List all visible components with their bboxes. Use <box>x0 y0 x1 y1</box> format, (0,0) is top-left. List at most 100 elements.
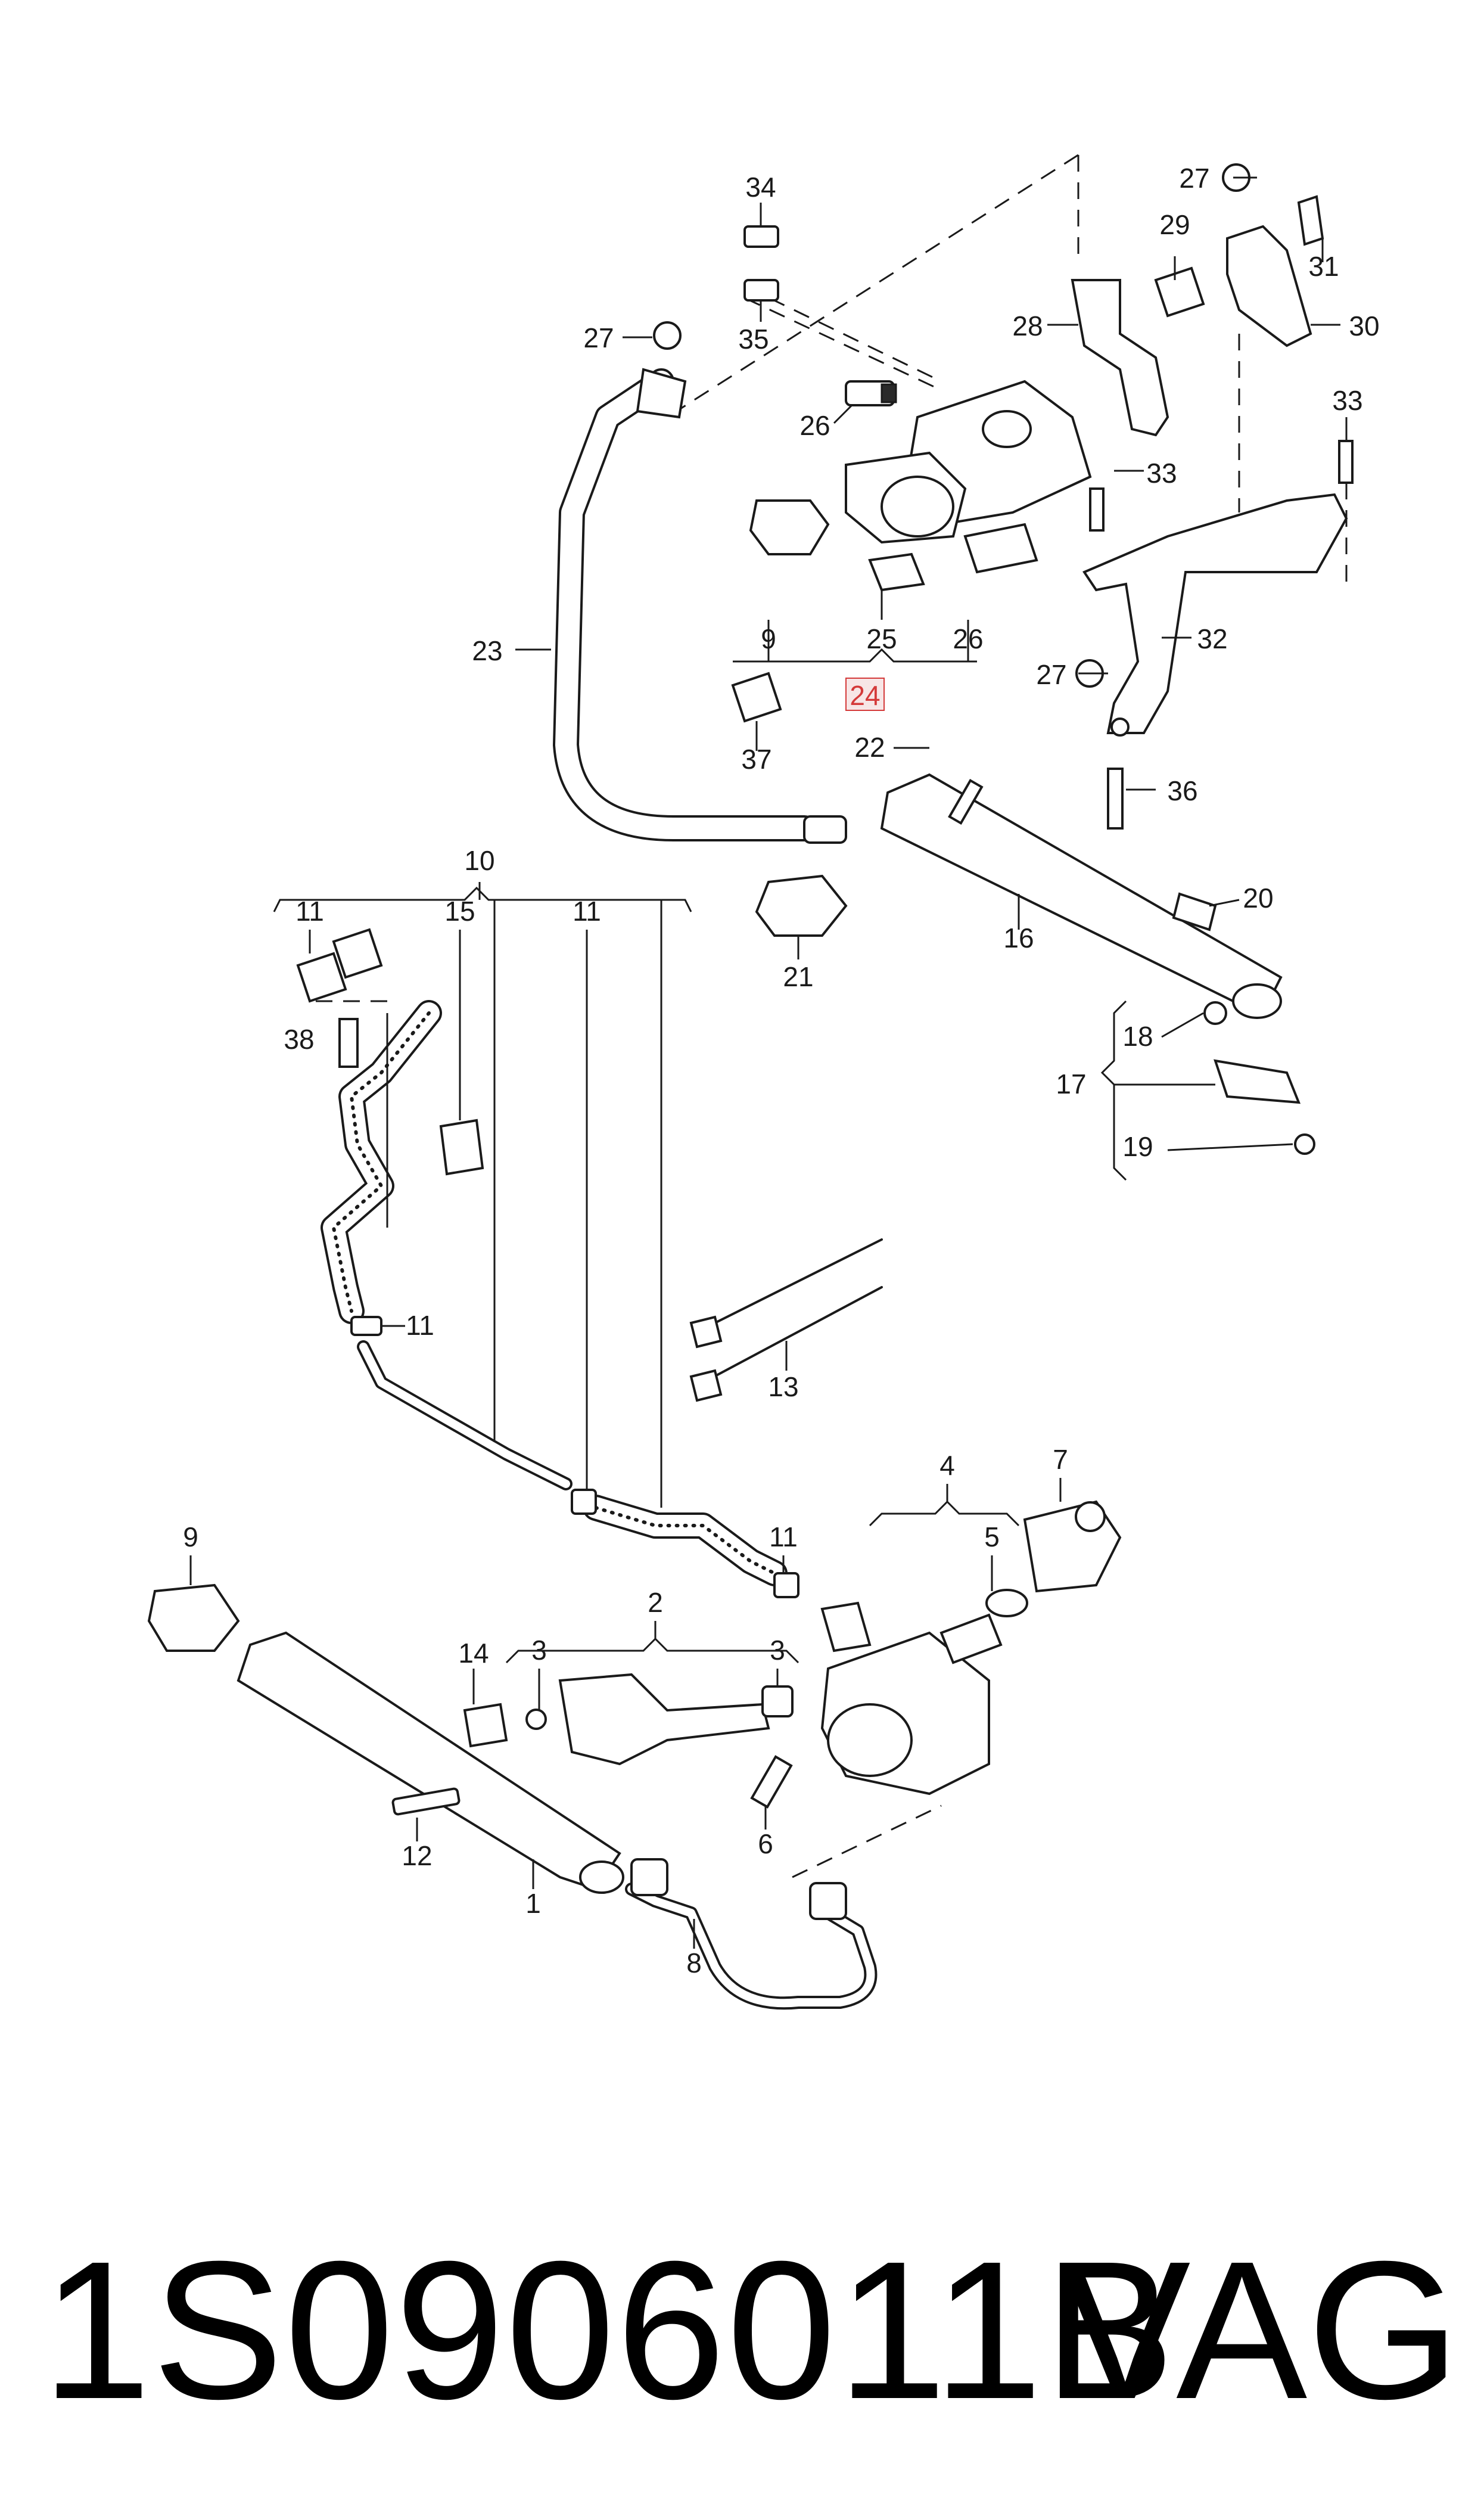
callout-11-top: 11 <box>295 896 324 927</box>
pipe-middle-inner <box>359 1343 570 1488</box>
seal-18 <box>1203 1001 1227 1025</box>
callout-5: 5 <box>984 1521 1000 1552</box>
line-13-clip-a <box>689 1315 723 1349</box>
regulator-port <box>982 410 1032 448</box>
fuel-rail-1-end <box>579 1860 624 1894</box>
nut-27-left <box>653 321 682 350</box>
callout-35: 35 <box>738 324 769 355</box>
group-bracket-17 <box>1100 1000 1127 1181</box>
callout-7: 7 <box>1053 1444 1068 1475</box>
pump-tappet-7-top <box>1075 1501 1106 1532</box>
callout-27-left: 27 <box>583 322 614 353</box>
callout-28: 28 <box>1012 310 1043 341</box>
clip-11-lower <box>571 1489 597 1515</box>
fuel-line-23-inner <box>555 371 815 839</box>
brand-name: VAG <box>1059 2220 1460 2440</box>
callout-27-right: 27 <box>1036 659 1066 690</box>
group-bracket-10 <box>273 886 692 912</box>
guide-line-upper <box>667 154 1079 418</box>
injector-17 <box>1214 1059 1301 1104</box>
bolt-33-left <box>1089 487 1105 532</box>
callout-9-lower: 9 <box>183 1521 198 1552</box>
callout-3-left: 3 <box>531 1635 547 1666</box>
lead-20 <box>1209 899 1240 907</box>
seal-3-right <box>761 1685 794 1717</box>
callout-19: 19 <box>1122 1131 1153 1162</box>
pump-tappet-7 <box>1023 1500 1122 1593</box>
seal-19 <box>1294 1133 1315 1155</box>
callout-21: 21 <box>783 961 813 992</box>
line-35 <box>743 279 779 302</box>
pump-outlet <box>939 1613 1003 1664</box>
callout-26-top: 26 <box>799 410 830 441</box>
callout-26-bottom: 26 <box>953 623 983 654</box>
regulator-valve-face <box>881 476 954 538</box>
callout-15: 15 <box>444 896 475 927</box>
sensor-25-body <box>868 552 925 592</box>
callout-11-mid-top: 11 <box>573 896 601 927</box>
guide-line-35 <box>744 297 936 389</box>
bracket-27-clip <box>636 368 687 419</box>
group-bracket-24 <box>733 648 977 663</box>
bracket-hole <box>1110 718 1130 737</box>
callout-1: 1 <box>525 1888 541 1919</box>
callout-4: 4 <box>939 1450 955 1481</box>
part-number: 1S0906011B <box>42 2220 1176 2440</box>
fuel-rail-end <box>1232 983 1282 1019</box>
lead-19 <box>1167 1143 1293 1151</box>
callout-33-right: 33 <box>1332 385 1362 416</box>
pipe-8-inner <box>627 1885 875 2008</box>
pipe-middle-outer <box>357 1340 573 1490</box>
group-bracket-2 <box>505 1637 799 1664</box>
callout-8: 8 <box>686 1948 702 1978</box>
callout-17: 17 <box>1056 1069 1086 1099</box>
guide-line-34 <box>744 285 942 383</box>
bracket-30 <box>1226 225 1312 347</box>
callout-20: 20 <box>1243 883 1273 914</box>
o-ring-5 <box>985 1589 1028 1617</box>
part-footer: 1S0906011B VAG <box>0 2205 1484 2455</box>
line-34 <box>743 225 779 248</box>
hose-lower-texture <box>594 1506 776 1575</box>
bolt-6 <box>750 1755 793 1809</box>
line-13-a <box>702 1238 883 1330</box>
line-13-b <box>702 1286 883 1384</box>
callout-13: 13 <box>768 1371 798 1402</box>
callout-6: 6 <box>758 1828 773 1859</box>
callout-11-mid: 11 <box>406 1310 434 1341</box>
part-37 <box>731 672 782 723</box>
callout-24: 24 <box>850 680 880 711</box>
line-13-clip-b <box>689 1369 723 1402</box>
clip-20 <box>1172 892 1217 931</box>
callout-29: 29 <box>1159 209 1190 240</box>
callout-38: 38 <box>284 1024 314 1055</box>
callout-9-upper: 9 <box>761 623 776 654</box>
clip-11-pump <box>773 1572 799 1598</box>
pipe-8-nut-b <box>809 1882 847 1920</box>
guide-pipe-8 <box>792 1804 942 1878</box>
callout-25: 25 <box>866 623 897 654</box>
hose-lower-inner <box>585 1497 785 1584</box>
clip-15 <box>439 1119 484 1176</box>
fitting-23 <box>803 815 847 844</box>
callout-16: 16 <box>1003 923 1034 953</box>
callout-23: 23 <box>472 635 502 666</box>
clip-11-top <box>296 952 347 1003</box>
connector-top <box>332 928 383 979</box>
pressure-sensor-9-lower <box>147 1583 240 1652</box>
bolt-31 <box>1297 195 1324 246</box>
callout-24-highlight-box <box>845 678 885 711</box>
part-38 <box>338 1018 359 1068</box>
injector-2 <box>558 1673 770 1766</box>
callout-10: 10 <box>464 845 494 876</box>
callout-37: 37 <box>741 744 771 775</box>
clip-14 <box>463 1703 508 1748</box>
regulator-base <box>963 523 1038 574</box>
bolt-22 <box>948 778 984 825</box>
callout-2: 2 <box>648 1587 663 1618</box>
fuel-rail-16 <box>880 773 1283 1015</box>
sensor-9-upper <box>749 499 830 555</box>
callout-18: 18 <box>1122 1021 1153 1052</box>
stud-36 <box>1107 768 1124 830</box>
callout-22: 22 <box>854 732 885 763</box>
